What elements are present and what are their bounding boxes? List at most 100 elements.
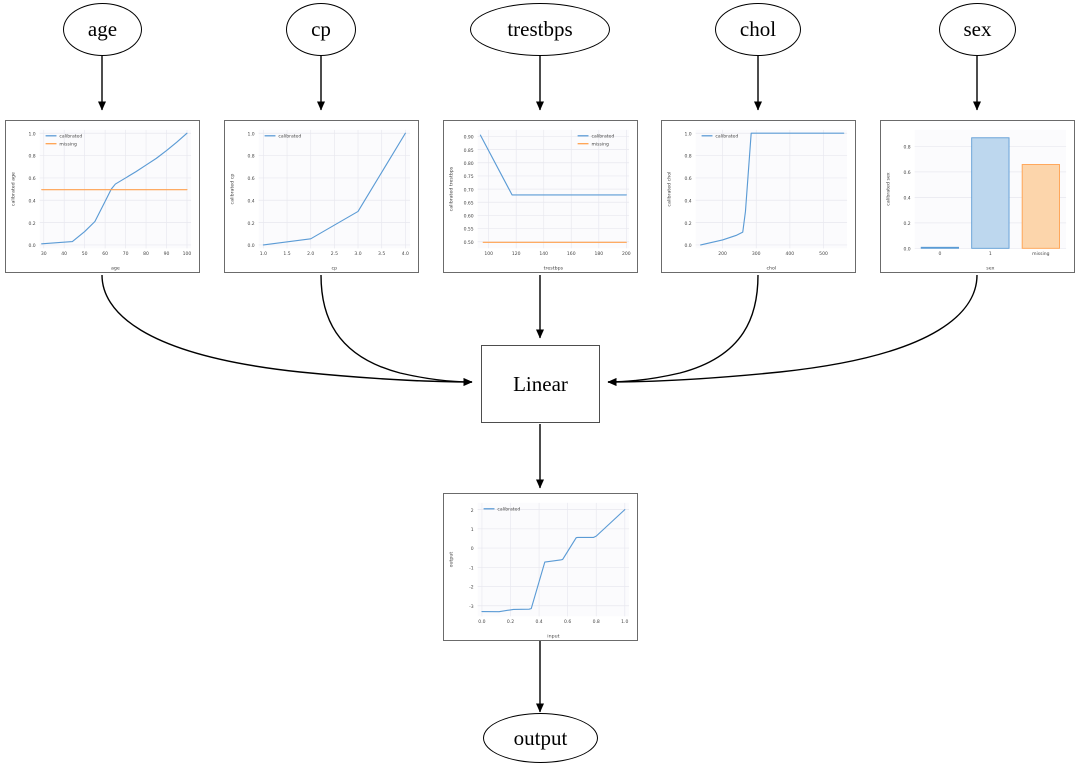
node-trestbps-ellipse [470,3,610,56]
svg-text:calibrated: calibrated [591,134,614,140]
node-sex-ellipse [939,3,1016,56]
node-trestbps-label: trestbps [507,17,573,41]
svg-text:0.4: 0.4 [247,198,254,204]
svg-text:400: 400 [786,251,795,257]
svg-text:calibrated: calibrated [278,134,301,140]
svg-text:0.6: 0.6 [28,176,35,182]
svg-text:0.2: 0.2 [247,221,254,227]
svg-text:0.2: 0.2 [684,221,691,227]
svg-text:0.8: 0.8 [247,154,254,160]
svg-text:120: 120 [512,251,521,257]
svg-text:0.50: 0.50 [464,240,474,246]
svg-text:0.4: 0.4 [903,196,910,202]
svg-text:0.4: 0.4 [684,198,691,204]
svg-text:70: 70 [123,251,129,257]
node-linear[interactable]: Linear [481,345,600,423]
svg-text:90: 90 [164,251,170,257]
svg-text:calibrated: calibrated [497,507,520,513]
svg-text:40: 40 [61,251,67,257]
svg-text:chol: chol [766,266,776,272]
svg-text:100: 100 [183,251,192,257]
svg-text:0.4: 0.4 [28,198,35,204]
node-cp-ellipse [286,3,356,56]
svg-text:1: 1 [471,527,474,533]
svg-text:calibrated chol: calibrated chol [666,172,672,207]
svg-text:sex: sex [986,267,994,272]
svg-text:missing: missing [59,141,77,147]
svg-text:0.65: 0.65 [464,200,474,206]
svg-text:1.5: 1.5 [283,251,290,257]
edge-cpplot-to-linear [320,274,473,386]
svg-text:calibrated: calibrated [59,134,82,140]
svg-text:0.8: 0.8 [684,154,691,160]
node-sex[interactable]: sex [939,3,1016,56]
svg-text:cp: cp [332,267,338,272]
node-sex-label: sex [963,17,992,41]
svg-text:30: 30 [41,251,47,257]
svg-text:missing: missing [591,141,609,147]
svg-text:0.4: 0.4 [535,619,542,625]
svg-text:1.0: 1.0 [684,131,691,137]
node-output-ellipse [483,713,598,763]
node-cp[interactable]: cp [286,3,356,56]
svg-text:0.2: 0.2 [903,221,910,227]
svg-text:0.8: 0.8 [593,619,600,625]
svg-text:0.75: 0.75 [464,174,474,180]
svg-text:input: input [547,634,559,640]
svg-text:1.0: 1.0 [28,131,35,137]
svg-text:0.70: 0.70 [464,187,474,193]
svg-text:calibrated sex: calibrated sex [885,172,891,206]
svg-text:1.0: 1.0 [260,251,267,257]
svg-text:trestbps: trestbps [544,266,564,272]
svg-text:0.80: 0.80 [464,161,474,167]
svg-text:0.6: 0.6 [903,170,910,176]
svg-text:calibrated: calibrated [715,134,738,140]
svg-text:0.0: 0.0 [247,243,254,249]
svg-text:0.6: 0.6 [684,176,691,182]
svg-text:missing: missing [1032,251,1050,257]
svg-text:0: 0 [938,251,941,257]
node-output[interactable]: output [483,713,598,763]
edge-ageplot-to-linear [101,274,473,386]
svg-text:3.0: 3.0 [354,251,361,257]
svg-text:0.2: 0.2 [507,619,514,625]
svg-text:1.0: 1.0 [621,619,628,625]
svg-text:0.0: 0.0 [478,619,485,625]
node-age-ellipse [63,3,142,56]
svg-text:output: output [448,552,454,568]
svg-text:0: 0 [471,546,474,552]
node-age[interactable]: age [63,3,142,56]
svg-text:calibrated trestbps: calibrated trestbps [448,166,454,211]
node-trestbps[interactable]: trestbps [470,3,610,56]
svg-text:-3: -3 [469,604,474,610]
node-linear-rect [481,345,600,423]
svg-text:100: 100 [484,251,493,257]
svg-text:200: 200 [718,251,727,257]
svg-text:2: 2 [471,508,474,514]
svg-text:200: 200 [622,251,631,257]
svg-text:0.0: 0.0 [28,243,35,249]
svg-text:0.90: 0.90 [464,135,474,141]
svg-text:4.0: 4.0 [402,251,409,257]
svg-text:180: 180 [594,251,603,257]
svg-text:80: 80 [143,251,149,257]
svg-text:0.0: 0.0 [903,246,910,252]
svg-text:0.60: 0.60 [464,214,474,220]
edge-cholplot-to-linear [607,274,759,386]
node-chol[interactable]: chol [715,3,801,56]
node-output-label: output [513,725,568,750]
svg-text:3.5: 3.5 [378,251,385,257]
svg-text:0.0: 0.0 [684,243,691,249]
